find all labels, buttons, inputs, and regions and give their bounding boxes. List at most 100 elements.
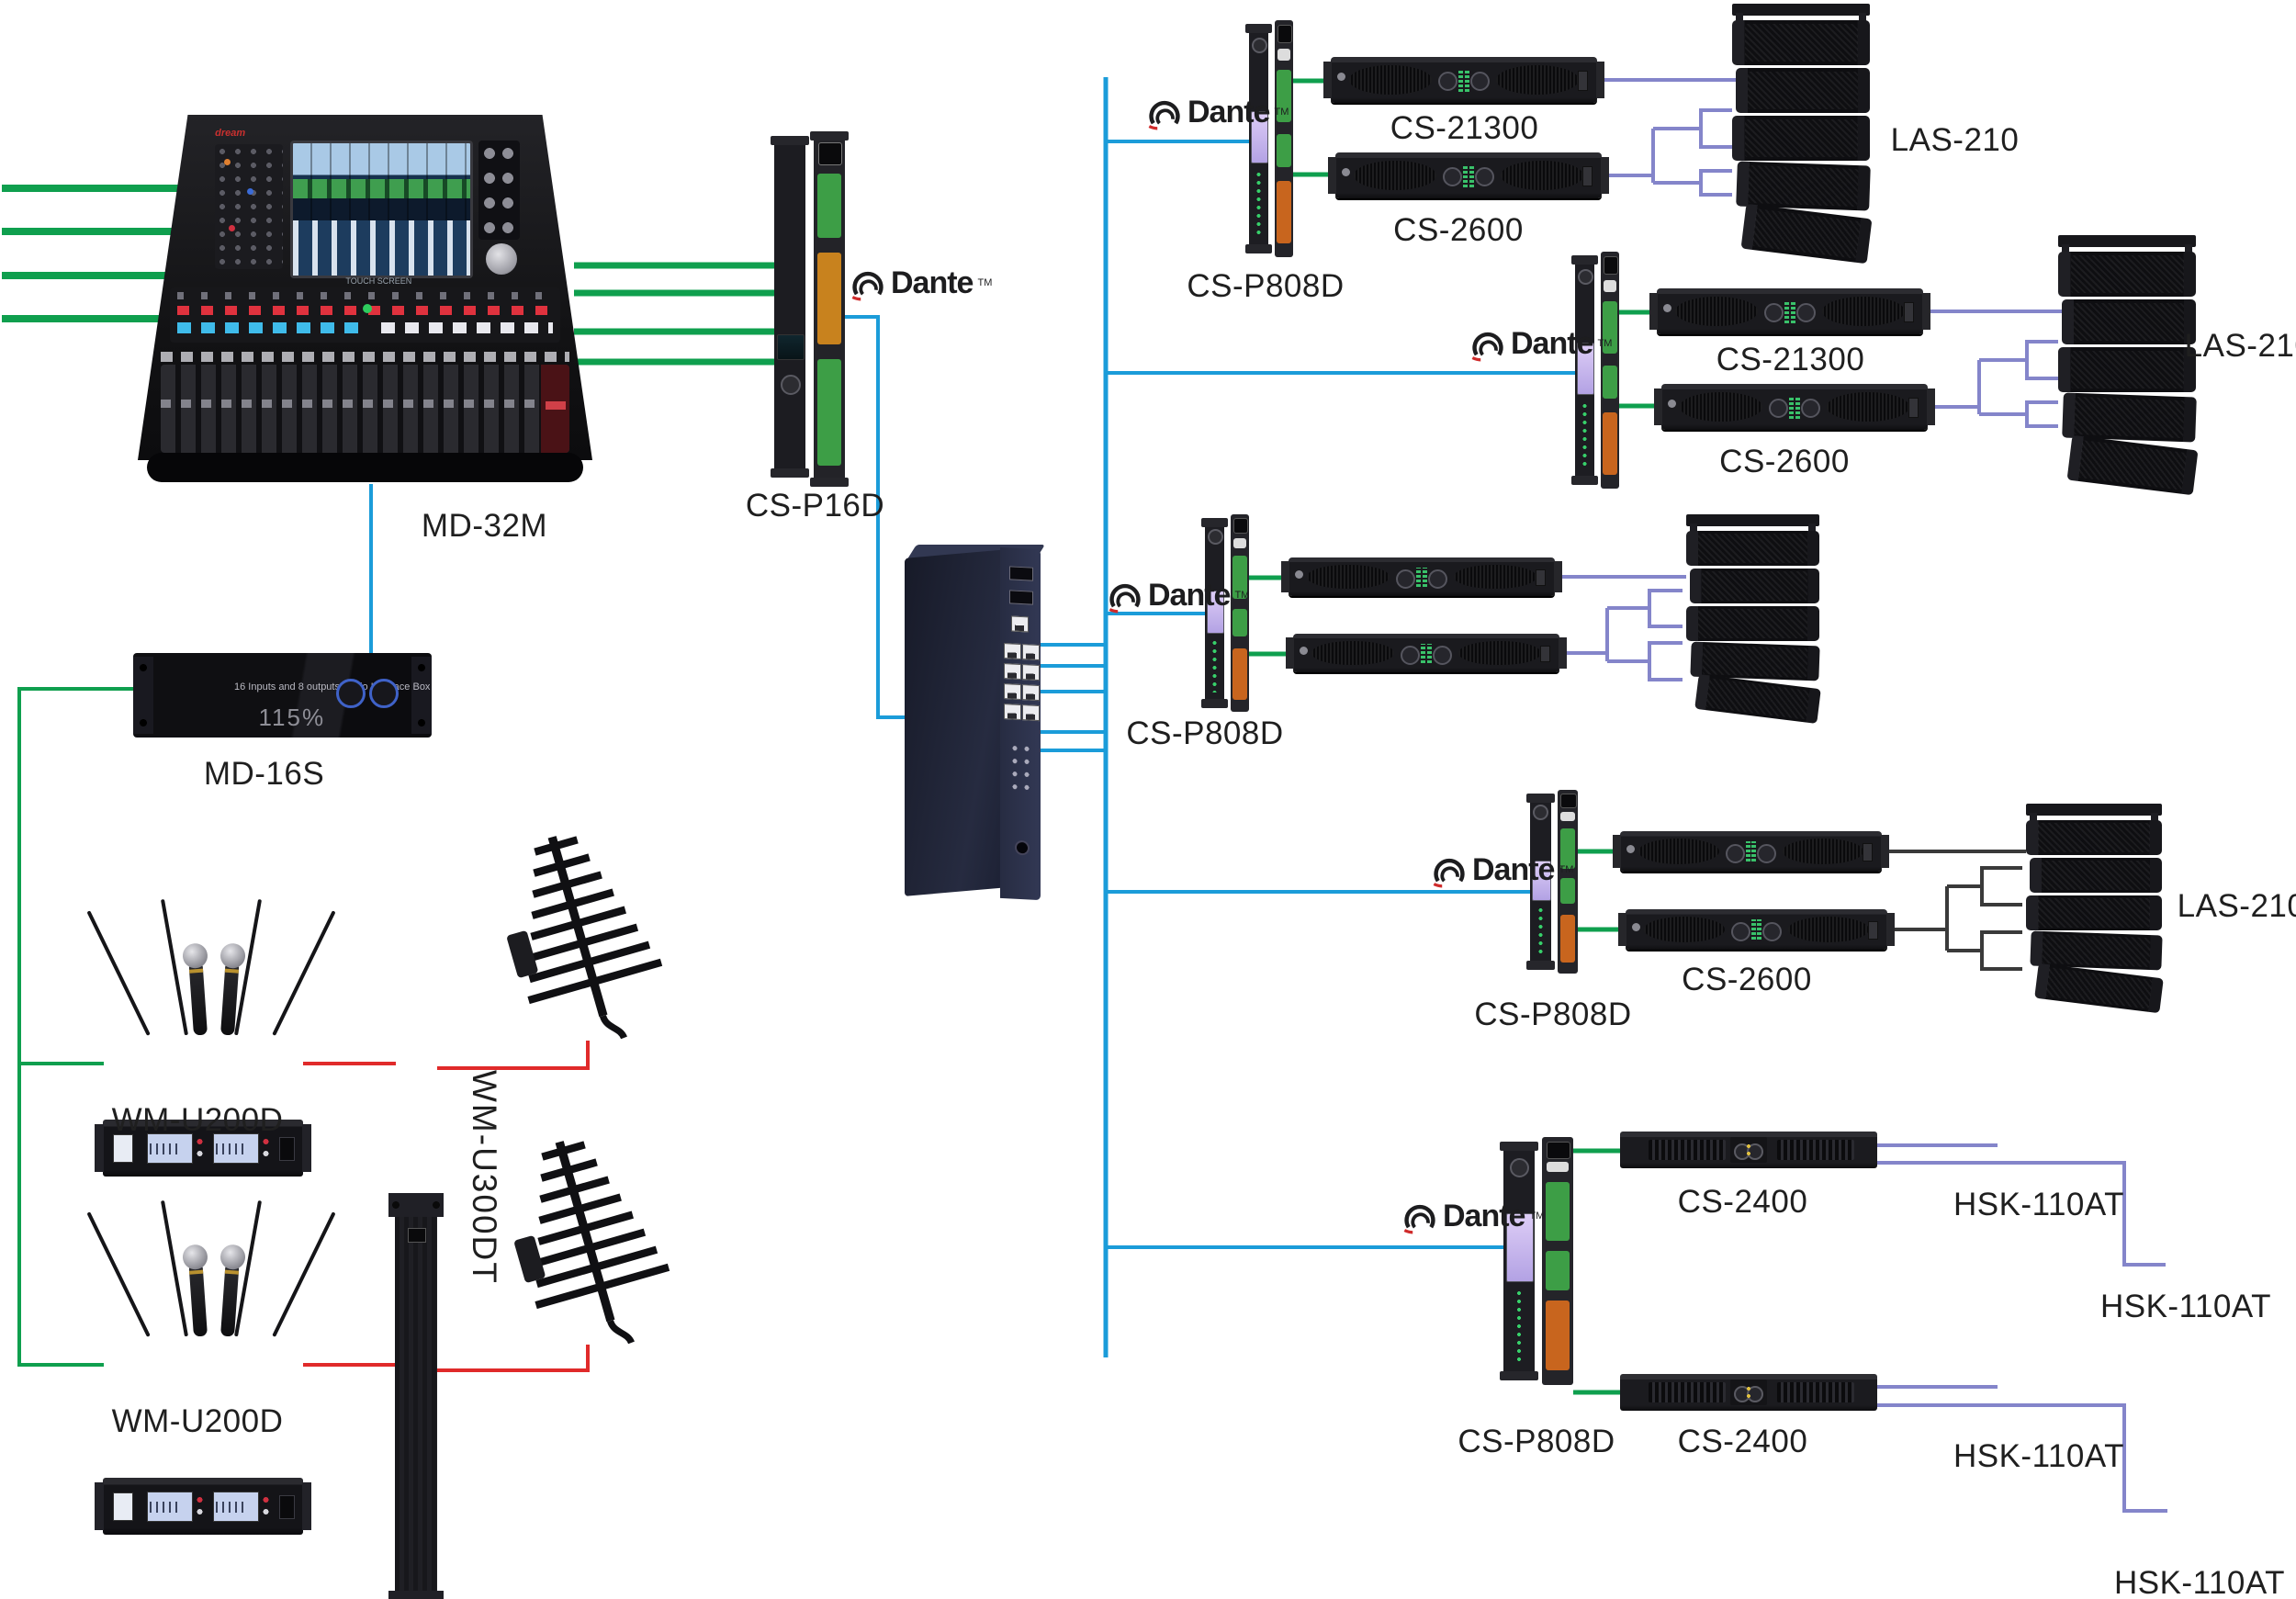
touch-screen bbox=[289, 141, 473, 278]
speaker-module bbox=[1736, 161, 1871, 211]
dante-processor-3 bbox=[1201, 514, 1249, 712]
touch-screen-caption: TOUCH SCREEN bbox=[345, 276, 412, 286]
speaker-module bbox=[1740, 203, 1873, 265]
speaker-module bbox=[2030, 858, 2162, 893]
md16s-watermark: 115% bbox=[258, 704, 326, 732]
rigging-frame bbox=[1732, 4, 1870, 22]
distributor-port bbox=[407, 1228, 427, 1244]
speaker-label: HSK-110AT bbox=[2113, 1565, 2286, 1599]
wireless-receiver-1-label: WM-U200D bbox=[111, 1102, 284, 1138]
sfp-port bbox=[1009, 566, 1033, 581]
dante-icon bbox=[1109, 583, 1141, 614]
handheld-mic bbox=[188, 961, 208, 1036]
whip-antenna bbox=[161, 898, 189, 1036]
mixer-function-buttons bbox=[478, 141, 520, 240]
wireless-mic-set-1 bbox=[86, 877, 336, 1036]
antenna-distributor-label: WM-U300DT bbox=[466, 1070, 503, 1285]
speaker-module bbox=[2066, 434, 2199, 496]
channel-encoders-row bbox=[177, 291, 553, 299]
console-port bbox=[1011, 615, 1029, 633]
stagebox-label: CS-P16D bbox=[745, 488, 885, 524]
amplifier-unlabeled-3b bbox=[1286, 634, 1567, 672]
ethernet-port bbox=[1004, 683, 1021, 701]
green-terminal-block-2 bbox=[817, 358, 841, 466]
mixer-channel-strip-band bbox=[169, 287, 561, 343]
fader-section bbox=[160, 365, 570, 453]
wireless-mic-set-2 bbox=[86, 1178, 336, 1337]
dante-icon bbox=[1403, 1204, 1435, 1234]
screen-green-row bbox=[292, 178, 470, 199]
receiver-buttons bbox=[261, 1136, 272, 1160]
speaker-label: LAS-210 bbox=[2184, 328, 2296, 364]
master-fader-cap bbox=[545, 401, 566, 411]
speaker-module bbox=[2026, 820, 2162, 855]
dante-port bbox=[818, 141, 842, 165]
rack-flange bbox=[388, 1591, 444, 1599]
speaker-module bbox=[1736, 68, 1870, 113]
rf-antenna-lines bbox=[303, 1041, 590, 1372]
fader-caps bbox=[160, 400, 570, 409]
speaker-module bbox=[2062, 392, 2197, 443]
speaker-module bbox=[2062, 299, 2196, 344]
stagebox-cs-p16d bbox=[771, 131, 849, 487]
switch-front-face bbox=[905, 549, 1007, 896]
receiver-lcd-b bbox=[212, 1132, 259, 1164]
speaker-module bbox=[1694, 673, 1821, 725]
ethernet-port bbox=[1004, 643, 1021, 660]
line-array-speaker-2 bbox=[2058, 235, 2199, 496]
mixing-console: dream TOUCH SCREEN bbox=[138, 115, 592, 482]
stagebox-display bbox=[777, 333, 805, 360]
stagebox-to-switch-line bbox=[843, 315, 906, 719]
amplifier-cs21300-1 bbox=[1323, 57, 1604, 103]
green-terminal-block bbox=[817, 174, 841, 239]
amp-label: CS-2600 bbox=[1393, 212, 1524, 248]
dante-processor-2 bbox=[1571, 252, 1619, 489]
screen-fader-area bbox=[292, 220, 470, 276]
speaker-module bbox=[1732, 20, 1870, 65]
speaker-label: HSK-110AT bbox=[1953, 1187, 2125, 1222]
processor-label: CS-P808D bbox=[1458, 1424, 1615, 1459]
amplifier-unlabeled-4a bbox=[1613, 831, 1889, 872]
amp-label: CS-21300 bbox=[1716, 342, 1865, 377]
amp-label: CS-2400 bbox=[1677, 1184, 1808, 1220]
amplifier-cs21300-2 bbox=[1649, 288, 1930, 334]
speaker-lines-purple bbox=[1553, 78, 2167, 1513]
speaker-label: HSK-110AT bbox=[2099, 1289, 2272, 1324]
mute-led bbox=[229, 225, 235, 231]
line-array-speaker-1 bbox=[1732, 4, 1873, 265]
receiver-display bbox=[112, 1134, 133, 1163]
switch-port-face bbox=[1000, 546, 1041, 901]
dante-icon bbox=[1148, 100, 1180, 130]
directional-antenna-1 bbox=[507, 836, 663, 1040]
rigging-frame bbox=[2026, 804, 2162, 822]
amplifier-cs2600-2 bbox=[1654, 384, 1935, 430]
amplifier-unlabeled-3a bbox=[1281, 557, 1562, 596]
analog-left-bus bbox=[17, 687, 133, 1367]
mixer-base bbox=[146, 453, 584, 482]
whip-antenna bbox=[161, 1199, 189, 1337]
amplifier-cs2400-5a bbox=[1620, 1132, 1877, 1168]
amp-label: CS-2600 bbox=[1682, 962, 1812, 997]
ethernet-port bbox=[1004, 663, 1021, 681]
receiver-buttons bbox=[195, 1494, 206, 1518]
audio-interface-label: MD-16S bbox=[203, 756, 325, 792]
stagebox-rear-unit bbox=[810, 131, 849, 487]
antenna-distributor bbox=[388, 1193, 444, 1599]
sfp-port bbox=[1009, 590, 1033, 605]
speaker-module bbox=[1686, 531, 1819, 566]
gain-knob bbox=[224, 159, 231, 165]
ethernet-port bbox=[1022, 644, 1040, 661]
line-array-speaker-4 bbox=[2026, 804, 2164, 1014]
power-inlet bbox=[1015, 839, 1030, 856]
center-green-button bbox=[363, 304, 373, 313]
ethernet-port bbox=[1022, 664, 1040, 681]
directional-antenna-2 bbox=[514, 1141, 670, 1345]
receiver-port bbox=[279, 1136, 296, 1162]
speaker-label: HSK-110AT bbox=[1953, 1438, 2125, 1474]
orange-terminal-block bbox=[817, 252, 841, 345]
